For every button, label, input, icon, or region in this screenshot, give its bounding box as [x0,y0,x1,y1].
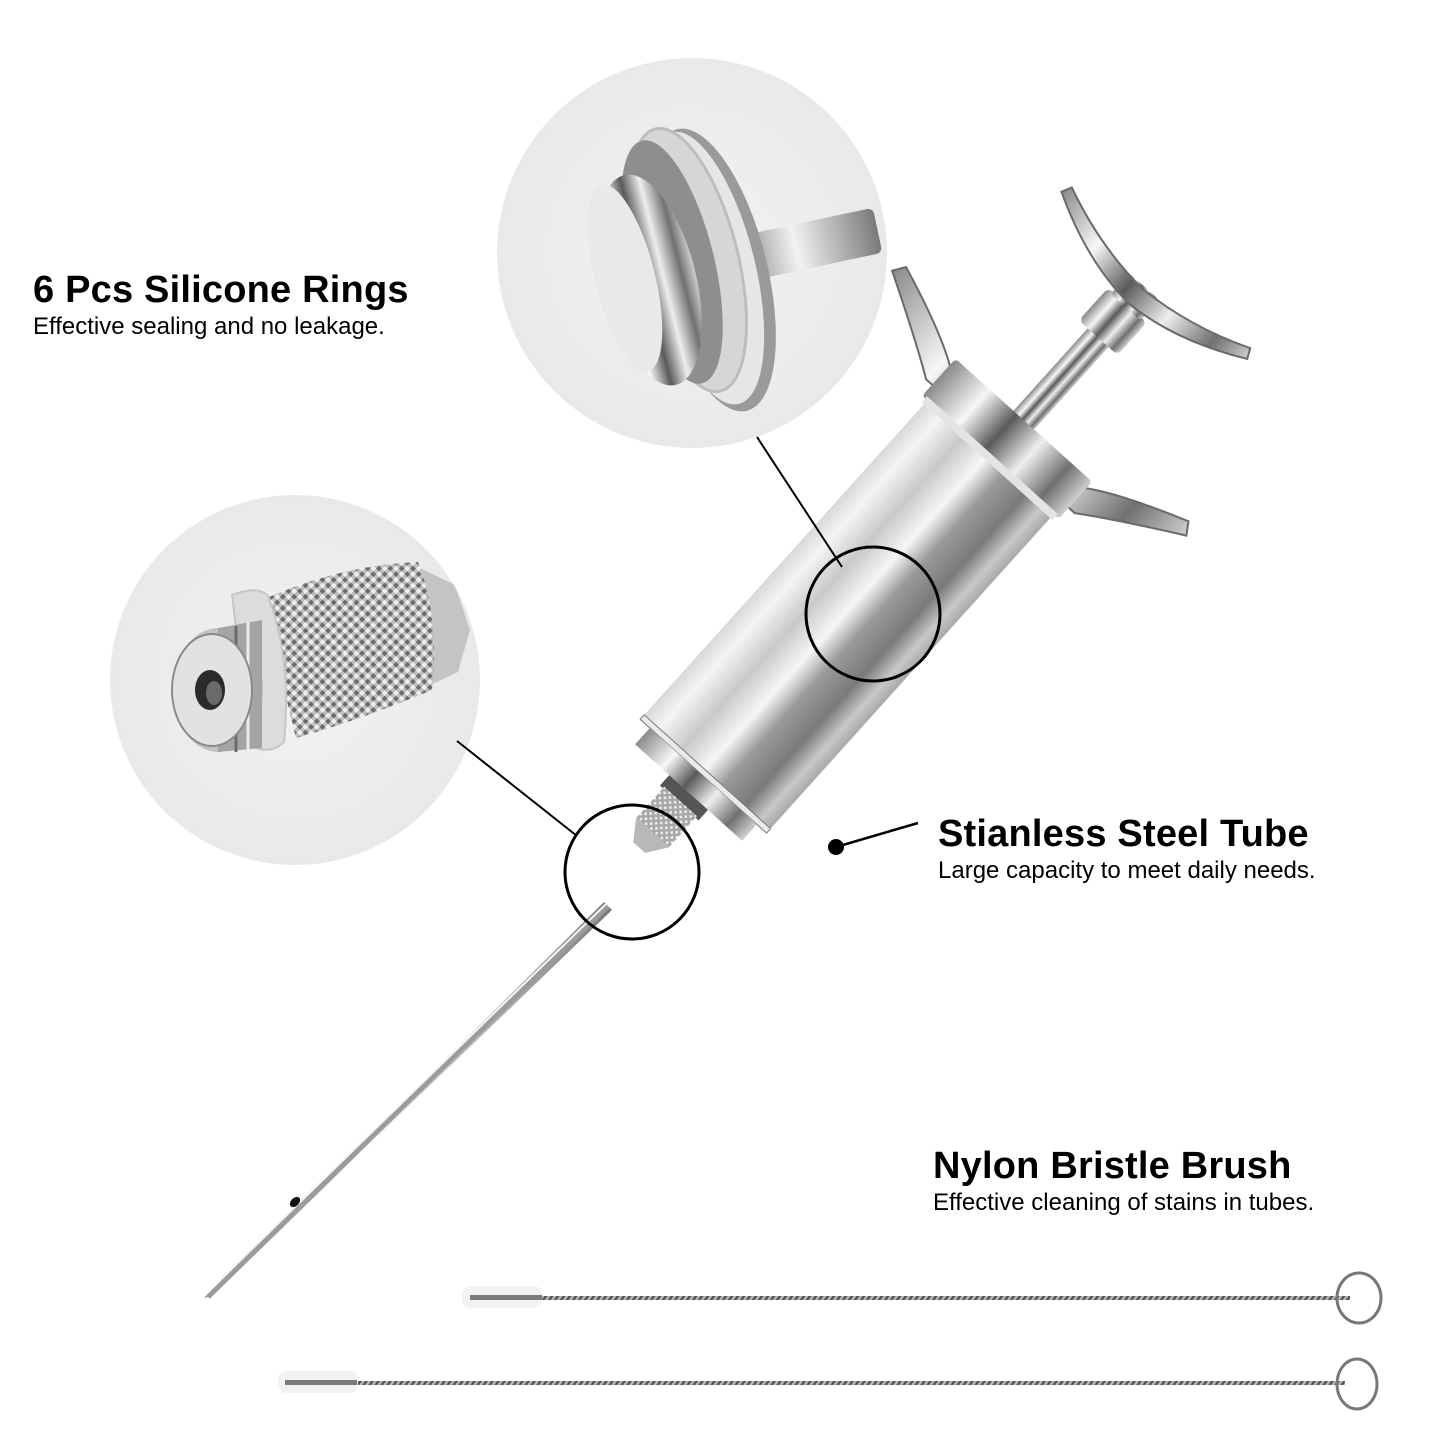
syringe-body [633,186,1252,853]
cleaning-brush-2 [278,1357,1379,1411]
feature-bristle-brush: Nylon Bristle Brush Effective cleaning o… [933,1144,1314,1218]
injector-needle [204,902,612,1299]
feature-title: 6 Pcs Silicone Rings [33,269,409,311]
feature-subtitle: Large capacity to meet daily needs. [938,857,1316,884]
nozzle-detail-circle [110,495,480,865]
feature-steel-tube: Stianless Steel Tube Large capacity to m… [938,812,1316,886]
feature-subtitle: Effective sealing and no leakage. [33,313,385,340]
feature-title: Stianless Steel Tube [938,813,1309,855]
feature-silicone-rings: 6 Pcs Silicone Rings Effective sealing a… [33,268,409,342]
callout-rings [756,436,942,683]
feature-title: Nylon Bristle Brush [933,1145,1292,1187]
plunger-ring-detail-circle [497,58,887,448]
callout-tube [828,821,919,855]
cleaning-brush-1 [462,1271,1383,1325]
feature-subtitle: Effective cleaning of stains in tubes. [933,1189,1315,1216]
callout-nozzle [456,740,701,941]
